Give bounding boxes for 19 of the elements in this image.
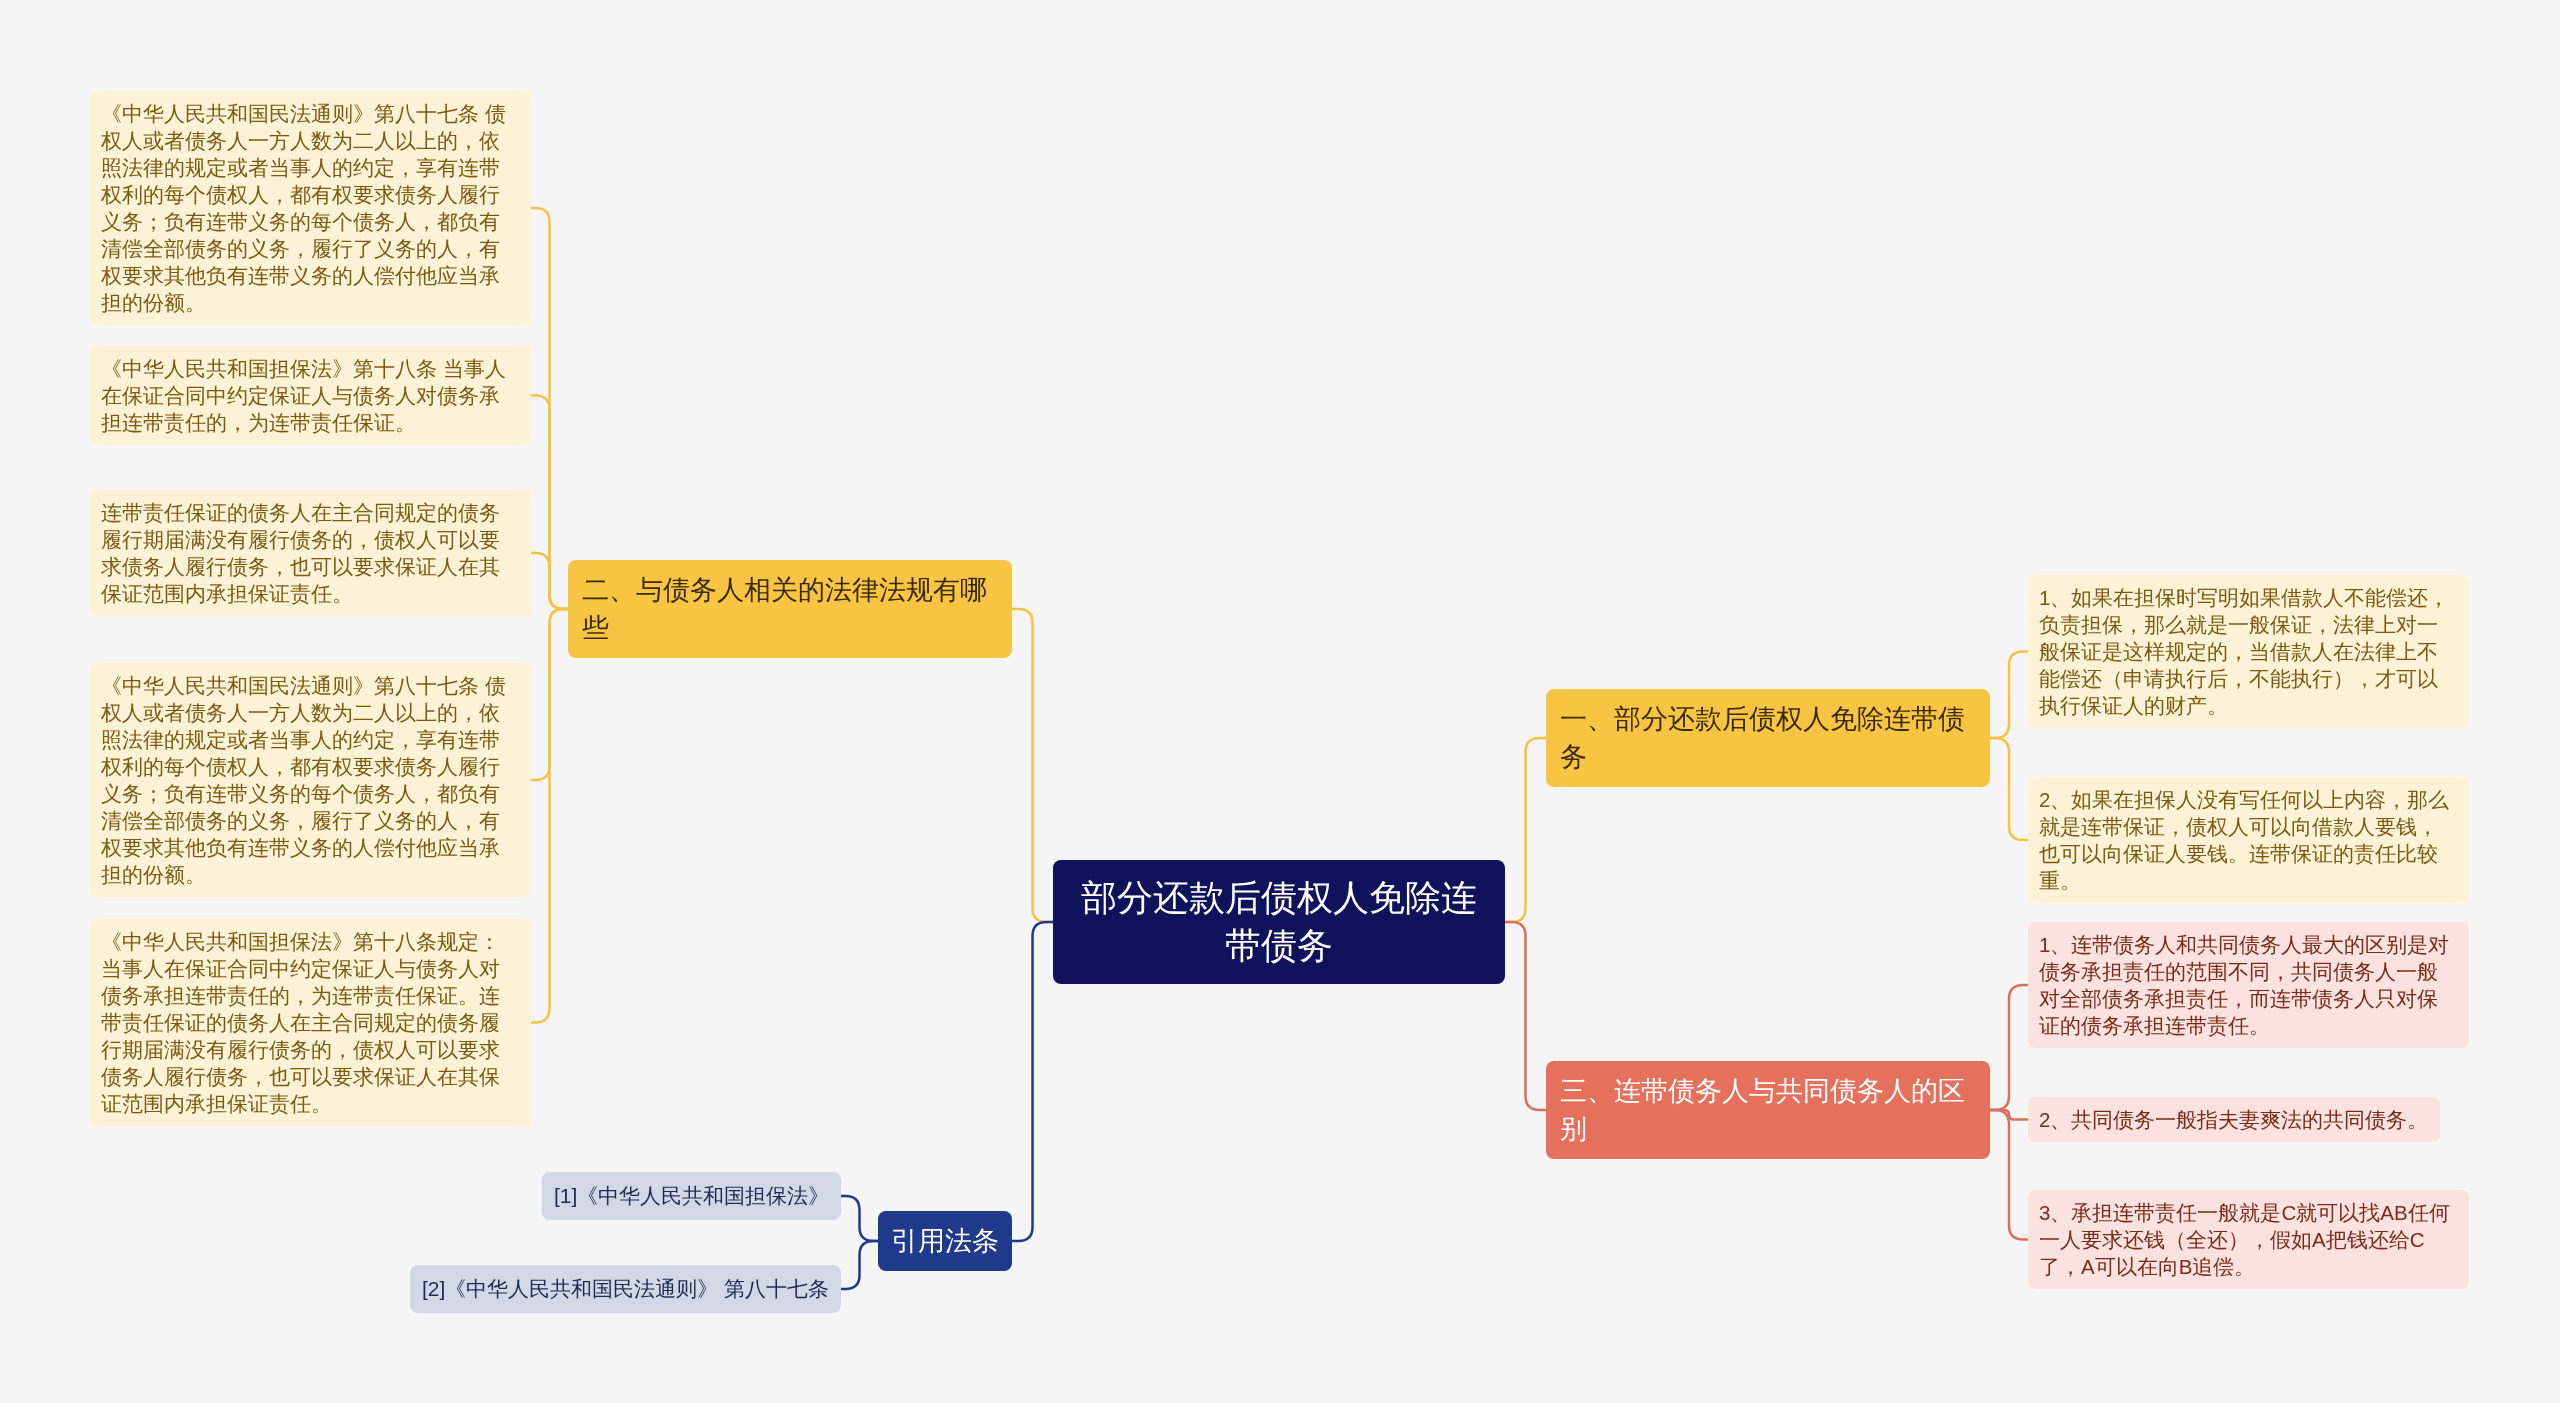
note-box: 3、承担连带责任一般就是C就可以找AB任何一人要求还钱（全还），假如A把钱还给C了，A可以在向B追偿。 <box>2028 1190 2469 1289</box>
reference-box: [2]《中华人民共和国民法通则》 第八十七条 <box>410 1265 842 1313</box>
branch-box: 一、部分还款后债权人免除连带债务 <box>1546 689 1990 787</box>
note-box: 连带责任保证的债务人在主合同规定的债务履行期届满没有履行债务的，债权人可以要求债务人履行债务，也可以要求保证人在其保证范围内承担保证责任。 <box>90 490 531 616</box>
note-box: 《中华人民共和国担保法》第十八条 当事人在保证合同中约定保证人与债务人对债务承担连带责任的，为连带责任保证。 <box>90 346 531 445</box>
reference-branch-box: 引用法条 <box>878 1211 1012 1271</box>
note-box: 《中华人民共和国担保法》第十八条规定：当事人在保证合同中约定保证人与债务人对债务承担连带责任的，为连带责任保证。连带责任保证的债务人在主合同规定的债务履行期届满没有履行债务的，债权人可以要求债务人履行债务，也可以要求保证人在其保证范围内承担保证责任。 <box>90 919 531 1126</box>
note-box: 2、如果在担保人没有写任何以上内容，那么就是连带保证，债权人可以向借款人要钱，也可以向保证人要钱。连带保证的责任比较重。 <box>2028 777 2469 903</box>
note-box: 2、共同债务一般指夫妻爽法的共同债务。 <box>2028 1097 2440 1142</box>
central-topic-box: 部分还款后债权人免除连带债务 <box>1053 860 1505 984</box>
branch-box: 二、与债务人相关的法律法规有哪些 <box>568 560 1012 658</box>
connector <box>1505 920 1546 1112</box>
branch-box: 三、连带债务人与共同债务人的区别 <box>1546 1061 1990 1159</box>
connector <box>841 1239 878 1291</box>
note-box: 1、如果在担保时写明如果借款人不能偿还，负责担保，那么就是一般保证，法律上对一般保证是这样规定的，当借款人在法律上不能偿还（申请执行后，不能执行），才可以执行保证人的财产。 <box>2028 575 2469 728</box>
note-box: 《中华人民共和国民法通则》第八十七条 债权人或者债务人一方人数为二人以上的，依照法律的规定或者当事人的约定，享有连带权利的每个债权人，都有权要求债务人履行义务；负有连带义务的每个债务人，都负有清偿全部债务的义务，履行了义务的人，有权要求其他负有连带义务的人偿付他应当承担的份额。 <box>90 663 531 897</box>
reference-box: [1]《中华人民共和国担保法》 <box>542 1172 842 1220</box>
note-box: 《中华人民共和国民法通则》第八十七条 债权人或者债务人一方人数为二人以上的，依照法律的规定或者当事人的约定，享有连带权利的每个债权人，都有权要求债务人履行义务；负有连带义务的每个债务人，都负有清偿全部债务的义务，履行了义务的人，有权要求其他负有连带义务的人偿付他应当承担的份额。 <box>90 91 531 325</box>
note-box: 1、连带债务人和共同债务人最大的区别是对债务承担责任的范围不同，共同债务人一般对全部债务承担责任，而连带债务人只对保证的债务承担连带责任。 <box>2028 922 2469 1048</box>
